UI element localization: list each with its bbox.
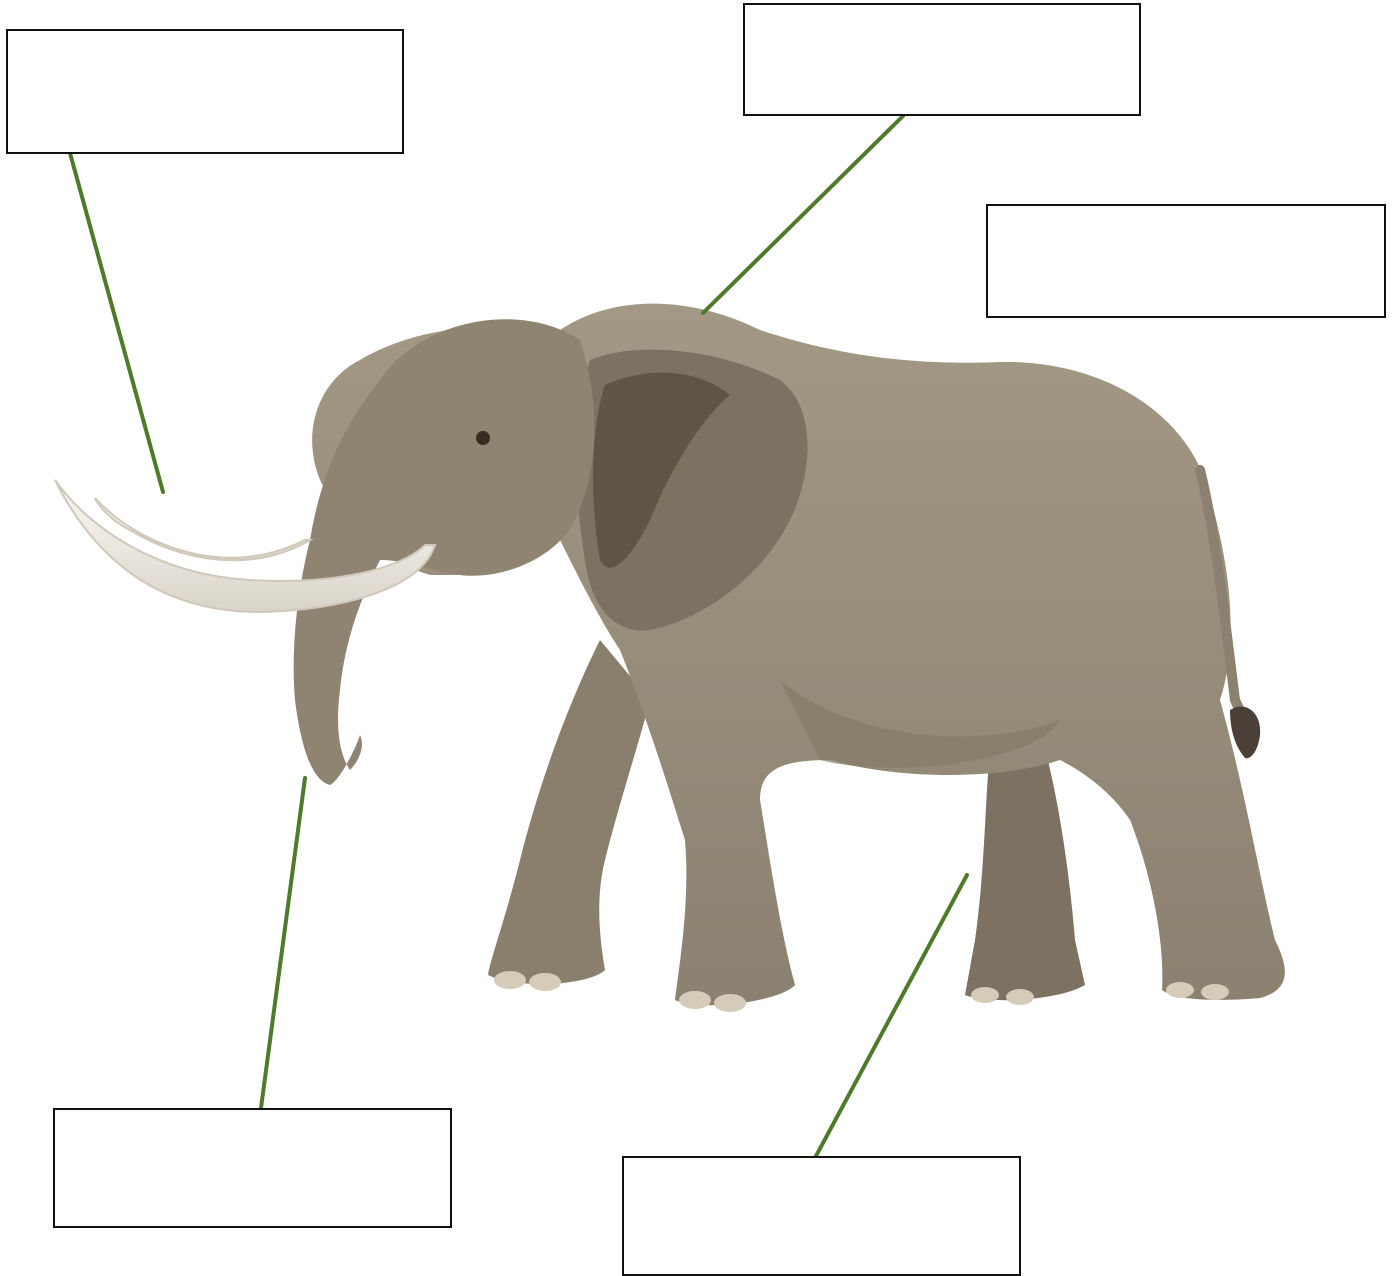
label-box-trunk[interactable] xyxy=(53,1108,452,1228)
belly-shading xyxy=(780,680,1060,768)
label-box-ear[interactable] xyxy=(743,3,1141,116)
label-box-tail[interactable] xyxy=(986,204,1386,318)
leader-lines xyxy=(68,114,969,1158)
toenails xyxy=(494,971,1229,1012)
label-box-leg[interactable] xyxy=(622,1156,1021,1276)
tail-tuft xyxy=(1230,706,1261,759)
elephant-eye xyxy=(476,431,490,445)
far-back-leg xyxy=(965,730,1085,1001)
elephant-tusk-far xyxy=(94,497,314,562)
elephant-tusk-near xyxy=(54,479,437,614)
leader-line-leg xyxy=(814,873,969,1158)
leader-line-tusk xyxy=(68,151,165,494)
far-front-leg xyxy=(488,640,650,985)
elephant-head xyxy=(293,319,595,785)
leader-line-ear xyxy=(701,114,905,315)
ear-inner xyxy=(593,372,730,568)
leader-line-trunk xyxy=(259,776,307,1110)
elephant-tail xyxy=(1195,465,1247,720)
label-box-tusk[interactable] xyxy=(6,29,404,154)
